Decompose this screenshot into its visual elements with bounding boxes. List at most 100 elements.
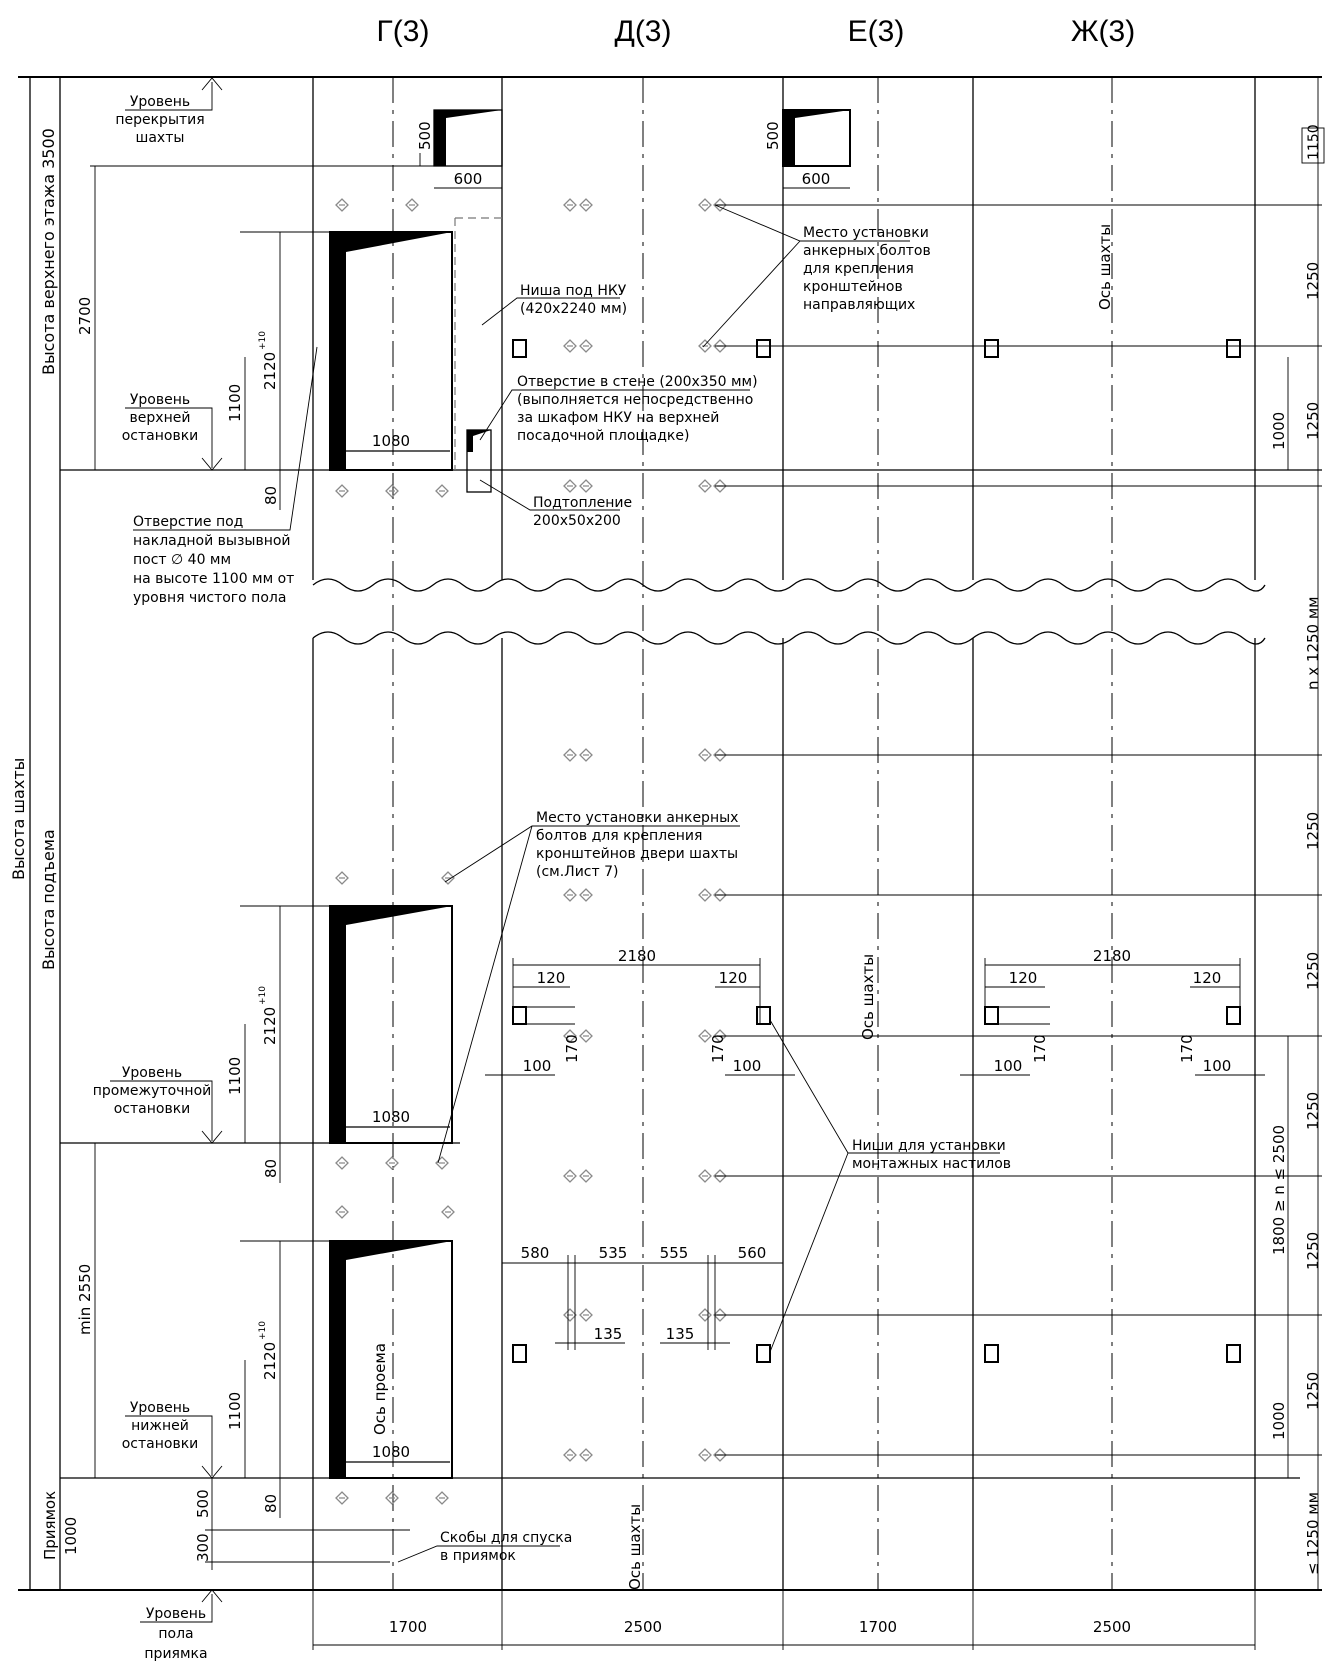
grid-lines — [18, 76, 1322, 1591]
svg-text:1250: 1250 — [1304, 1092, 1322, 1130]
svg-text:1000: 1000 — [1270, 412, 1288, 450]
anchor-bolt-icon — [579, 1448, 593, 1462]
door-opening-middle — [329, 905, 453, 1144]
svg-text:Уровень: Уровень — [130, 94, 190, 110]
dim-1080-bot: 1080 — [372, 1443, 410, 1461]
note-scaffold-niches: Ниши для установки монтажных настилов — [769, 1019, 1011, 1353]
svg-text:120: 120 — [537, 969, 566, 987]
svg-text:2180: 2180 — [618, 947, 656, 965]
dim-500-ceil-right: 500 — [764, 121, 782, 150]
dim-300-pit: 300 — [194, 1533, 212, 1562]
bracket-lines — [715, 204, 1322, 1456]
svg-text:Уровень: Уровень — [122, 1065, 182, 1081]
svg-text:шахты: шахты — [136, 130, 185, 146]
dim-500-ceil-left: 500 — [416, 121, 434, 150]
shaft-axis-label-3: Ось шахты — [626, 1504, 644, 1590]
dim-80-mid: 80 — [262, 1159, 280, 1178]
svg-text:580: 580 — [521, 1244, 550, 1262]
svg-text:120: 120 — [1193, 969, 1222, 987]
anchor-bolt-icon — [335, 1491, 349, 1505]
svg-text:верхней: верхней — [130, 410, 191, 426]
svg-text:1250: 1250 — [1304, 402, 1322, 440]
svg-text:100: 100 — [994, 1057, 1023, 1075]
svg-text:120: 120 — [719, 969, 748, 987]
svg-text:200х50х200: 200х50х200 — [533, 513, 621, 529]
svg-text:остановки: остановки — [114, 1101, 191, 1117]
dim-tol-top: +10 — [258, 331, 268, 350]
anchor-bolt-icon — [579, 1029, 593, 1043]
note-recess: Подтопление 200х50х200 — [479, 479, 632, 529]
pit-label: Приямок — [41, 1491, 59, 1560]
svg-text:100: 100 — [523, 1057, 552, 1075]
anchor-bolt-icon — [385, 1491, 399, 1505]
anchor-bolt-icon — [698, 748, 712, 762]
lift-height-label: Высота подъема — [39, 829, 58, 970]
shaft-axis-label-1: Ось шахты — [1096, 224, 1114, 310]
anchor-bolt-icon — [563, 198, 577, 212]
svg-text:Место установки: Место установки — [803, 225, 929, 241]
ceiling-opening-left — [433, 109, 503, 167]
svg-text:1250: 1250 — [1304, 812, 1322, 850]
dim-1100-bot: 1100 — [226, 1392, 244, 1430]
anchor-bolt-icon — [563, 1308, 577, 1322]
svg-text:Уровень: Уровень — [130, 392, 190, 408]
note-wall-hole: Отверстие в стене (200х350 мм) (выполняе… — [479, 374, 758, 444]
svg-text:2500: 2500 — [624, 1618, 662, 1636]
svg-text:1800 ≥ n ≤ 2500: 1800 ≥ n ≤ 2500 — [1270, 1125, 1288, 1255]
anchor-bolt-icon — [563, 1169, 577, 1183]
anchor-bolt-icon — [698, 1169, 712, 1183]
svg-text:остановки: остановки — [122, 428, 199, 444]
anchor-bolt-icon — [579, 748, 593, 762]
svg-text:(420х2240 мм): (420х2240 мм) — [520, 301, 627, 317]
anchor-bolt-icon — [563, 479, 577, 493]
svg-text:Ниша под НКУ: Ниша под НКУ — [520, 283, 627, 299]
niche-dims-right: 2180 120 120 170 170 100 100 — [960, 947, 1265, 1076]
svg-text:кронштейнов: кронштейнов — [803, 279, 903, 295]
anchor-bolt-icon — [698, 339, 712, 353]
anchor-bolt-icon — [579, 888, 593, 902]
svg-text:170: 170 — [1031, 1034, 1049, 1063]
svg-text:560: 560 — [738, 1244, 767, 1262]
anchor-bolt-icon — [579, 339, 593, 353]
bracket-spacing-dims: 580 535 555 560 135 135 — [502, 1244, 783, 1350]
door-opening-bottom — [329, 1240, 453, 1479]
level-bottom-stop: Уровень нижней остановки — [122, 1400, 223, 1479]
anchor-bolt-icon — [563, 748, 577, 762]
bottom-dims: 1700 2500 1700 2500 — [312, 1590, 1256, 1650]
anchor-bolt-icon — [563, 339, 577, 353]
svg-text:остановки: остановки — [122, 1436, 199, 1452]
svg-text:анкерных болтов: анкерных болтов — [803, 243, 931, 259]
svg-text:≤ 1250 мм: ≤ 1250 мм — [1304, 1492, 1322, 1575]
svg-text:в приямок: в приямок — [440, 1548, 516, 1564]
svg-text:уровня чистого пола: уровня чистого пола — [133, 590, 286, 606]
dim-min2550: min 2550 — [76, 1264, 94, 1335]
axis-label-g: Г(3) — [377, 15, 430, 48]
anchor-bolt-icon — [441, 871, 455, 885]
anchor-bolt-icon — [579, 1169, 593, 1183]
svg-text:Скобы для спуска: Скобы для спуска — [440, 1530, 572, 1546]
svg-text:135: 135 — [594, 1325, 623, 1343]
anchor-bolt-icon — [441, 1205, 455, 1219]
anchor-bolt-icon — [335, 1205, 349, 1219]
axis-label-zh: Ж(3) — [1071, 15, 1135, 48]
svg-text:n х 1250 мм: n х 1250 мм — [1304, 597, 1322, 691]
anchor-bolt-icon — [435, 1491, 449, 1505]
svg-text:Уровень: Уровень — [146, 1606, 206, 1622]
svg-text:170: 170 — [709, 1034, 727, 1063]
svg-text:Уровень: Уровень — [130, 1400, 190, 1416]
anchor-bolt-icon — [435, 484, 449, 498]
dim-2700: 2700 — [76, 297, 94, 335]
dim-tol-bot: +10 — [258, 1321, 268, 1340]
svg-text:Отверстие под: Отверстие под — [133, 514, 243, 530]
anchor-bolt-icon — [698, 1029, 712, 1043]
svg-text:кронштейнов двери шахты: кронштейнов двери шахты — [536, 846, 738, 862]
anchor-bolt-icon — [335, 484, 349, 498]
note-call-post: Отверстие под накладной вызывной пост ∅ … — [133, 346, 318, 606]
pit-value: 1000 — [62, 1517, 80, 1555]
dim-1080-mid: 1080 — [372, 1108, 410, 1126]
opening-axis-label: Ось проема — [371, 1343, 389, 1435]
svg-text:(см.Лист 7): (см.Лист 7) — [536, 864, 618, 880]
svg-text:100: 100 — [733, 1057, 762, 1075]
dim-2120-top: 2120 — [261, 352, 279, 390]
